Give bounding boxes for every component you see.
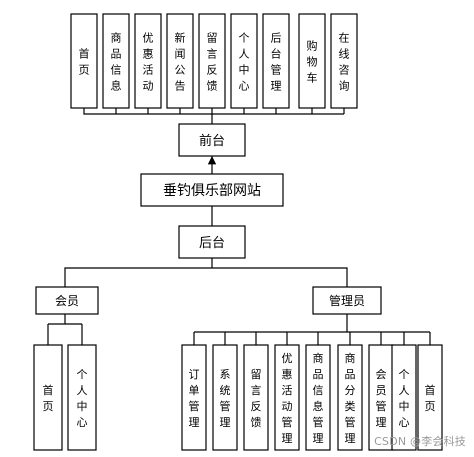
admin-module-label: 订单管理	[189, 368, 200, 429]
admin-module-7: 会员管理	[368, 344, 394, 451]
admin-module-label: 系统管理	[220, 368, 231, 429]
member-module-1: 首页	[33, 344, 63, 451]
node-back-label: 后台	[199, 236, 225, 251]
front-module-4: 新闻公告	[166, 13, 194, 109]
front-module-1: 首页	[70, 13, 98, 109]
front-module-label: 在线咨询	[339, 32, 350, 93]
admin-module-3: 留言反馈	[243, 344, 269, 451]
edge-admin-modules	[193, 314, 431, 345]
admin-module-label: 留言反馈	[251, 368, 262, 429]
member-module-label: 个人中心	[77, 368, 88, 429]
front-module-9: 在线咨询	[330, 13, 358, 109]
admin-module-label: 会员管理	[376, 368, 387, 429]
front-module-label: 购物车	[307, 39, 318, 85]
node-back: 后台	[178, 225, 246, 259]
admin-module-9: 首页	[417, 344, 443, 451]
front-module-2: 商品信息	[102, 13, 130, 109]
member-module-2: 个人中心	[67, 344, 97, 451]
front-module-3: 优惠活动	[134, 13, 162, 109]
admin-module-label: 商品分类管理	[345, 351, 356, 445]
node-admin: 管理员	[312, 286, 382, 315]
admin-module-8: 个人中心	[391, 344, 417, 451]
front-modules: 首页 商品信息 优惠活动 新闻公告 留言反馈 个人中心 后台管理 购物车 在线咨询	[70, 13, 358, 109]
admin-module-2: 系统管理	[212, 344, 238, 451]
member-modules: 首页 个人中心	[33, 344, 97, 451]
edge-front-bus	[83, 108, 345, 124]
admin-module-label: 个人中心	[399, 368, 410, 429]
admin-module-label: 商品信息管理	[313, 351, 324, 445]
admin-module-label: 首页	[425, 383, 436, 413]
front-module-label: 新闻公告	[175, 31, 186, 93]
front-module-label: 后台管理	[271, 32, 282, 93]
admin-module-6: 商品分类管理	[337, 344, 363, 451]
front-module-label: 商品信息	[111, 31, 122, 93]
node-root: 垂钓俱乐部网站	[140, 173, 284, 207]
front-module-6: 个人中心	[230, 13, 258, 109]
node-member: 会员	[35, 286, 99, 315]
watermark-text: CSDN @李会科技	[374, 435, 466, 448]
front-module-label: 留言反馈	[207, 32, 218, 93]
node-front: 前台	[178, 123, 246, 157]
node-front-label: 前台	[199, 133, 225, 149]
edge-member-modules	[47, 314, 83, 345]
front-module-label: 首页	[79, 47, 90, 77]
edge-back-branches	[64, 258, 348, 287]
admin-module-label: 优惠活动管理	[282, 352, 293, 445]
admin-module-4: 优惠活动管理	[274, 344, 300, 451]
front-module-8: 购物车	[298, 13, 326, 109]
admin-module-5: 商品信息管理	[305, 344, 331, 451]
front-module-7: 后台管理	[262, 13, 290, 109]
node-root-label: 垂钓俱乐部网站	[163, 183, 261, 199]
admin-module-1: 订单管理	[181, 344, 207, 451]
node-member-label: 会员	[55, 294, 79, 308]
member-module-label: 首页	[43, 383, 54, 413]
admin-modules: 订单管理 系统管理 留言反馈 优惠活动管理 商品信息管理 商品分类管理 会员管理 个人中心 首页	[181, 344, 443, 451]
front-module-label: 优惠活动	[143, 32, 154, 93]
front-module-label: 个人中心	[239, 32, 250, 93]
diagram-edges	[47, 108, 431, 345]
front-module-5: 留言反馈	[198, 13, 226, 109]
node-admin-label: 管理员	[329, 293, 365, 308]
